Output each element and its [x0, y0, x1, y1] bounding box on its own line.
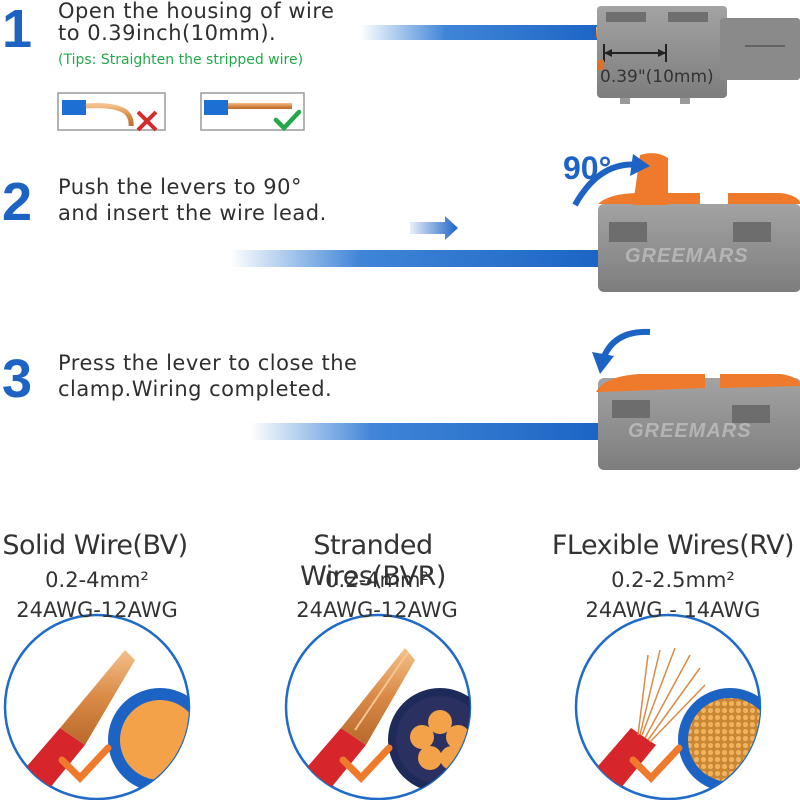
step2-text-line1: Push the levers to 90°: [58, 175, 302, 199]
step1-text-line1: Open the housing of wire: [58, 0, 335, 23]
wire-type-spec2-flexible: 24AWG - 14AWG: [585, 598, 761, 622]
step-number-3: 3: [2, 349, 33, 409]
measurement-label: 0.39"(10mm): [600, 67, 714, 87]
wire-type-title-stranded: Stranded Wires(BVR): [300, 530, 446, 592]
stranded-wire-icon: [284, 613, 472, 800]
wrong-wire-example: [57, 92, 166, 132]
step3-text-line2: clamp.Wiring completed.: [58, 377, 333, 401]
wire-type-spec2-solid: 24AWG-12AWG: [16, 598, 178, 622]
correct-wire-example: [200, 92, 305, 132]
wire-type-spec1-flexible: 0.2-2.5mm²: [611, 568, 735, 592]
angle-label: 90°: [563, 150, 612, 186]
step1-tip: (Tips: Straighten the stripped wire): [58, 52, 304, 68]
flexible-wire-icon: [574, 613, 762, 800]
wire-type-title-flexible: FLexible Wires(RV): [551, 530, 795, 561]
brand-watermark: GREEMARS: [625, 245, 749, 267]
step3-wire: [250, 423, 602, 440]
wire-type-spec1-stranded: 0.2-4mm²: [325, 568, 429, 592]
step1-text-line2: to 0.39inch(10mm).: [58, 21, 277, 45]
solid-wire-icon: [3, 613, 191, 800]
step-number-1: 1: [2, 0, 33, 59]
wire-type-title-solid: Solid Wire(BV): [2, 530, 188, 561]
step-number-2: 2: [2, 172, 33, 232]
step1-connector: [597, 6, 800, 104]
step3-connector: [592, 328, 800, 470]
step2-connector: [572, 153, 800, 292]
wire-type-spec2-stranded: 24AWG-12AWG: [296, 598, 458, 622]
brand-watermark-2: GREEMARS: [628, 420, 752, 442]
wire-type-spec1-solid: 0.2-4mm²: [45, 568, 149, 592]
step2-text-line2: and insert the wire lead.: [58, 201, 327, 225]
step2-wire: [230, 216, 602, 267]
step3-text-line1: Press the lever to close the: [58, 351, 358, 375]
